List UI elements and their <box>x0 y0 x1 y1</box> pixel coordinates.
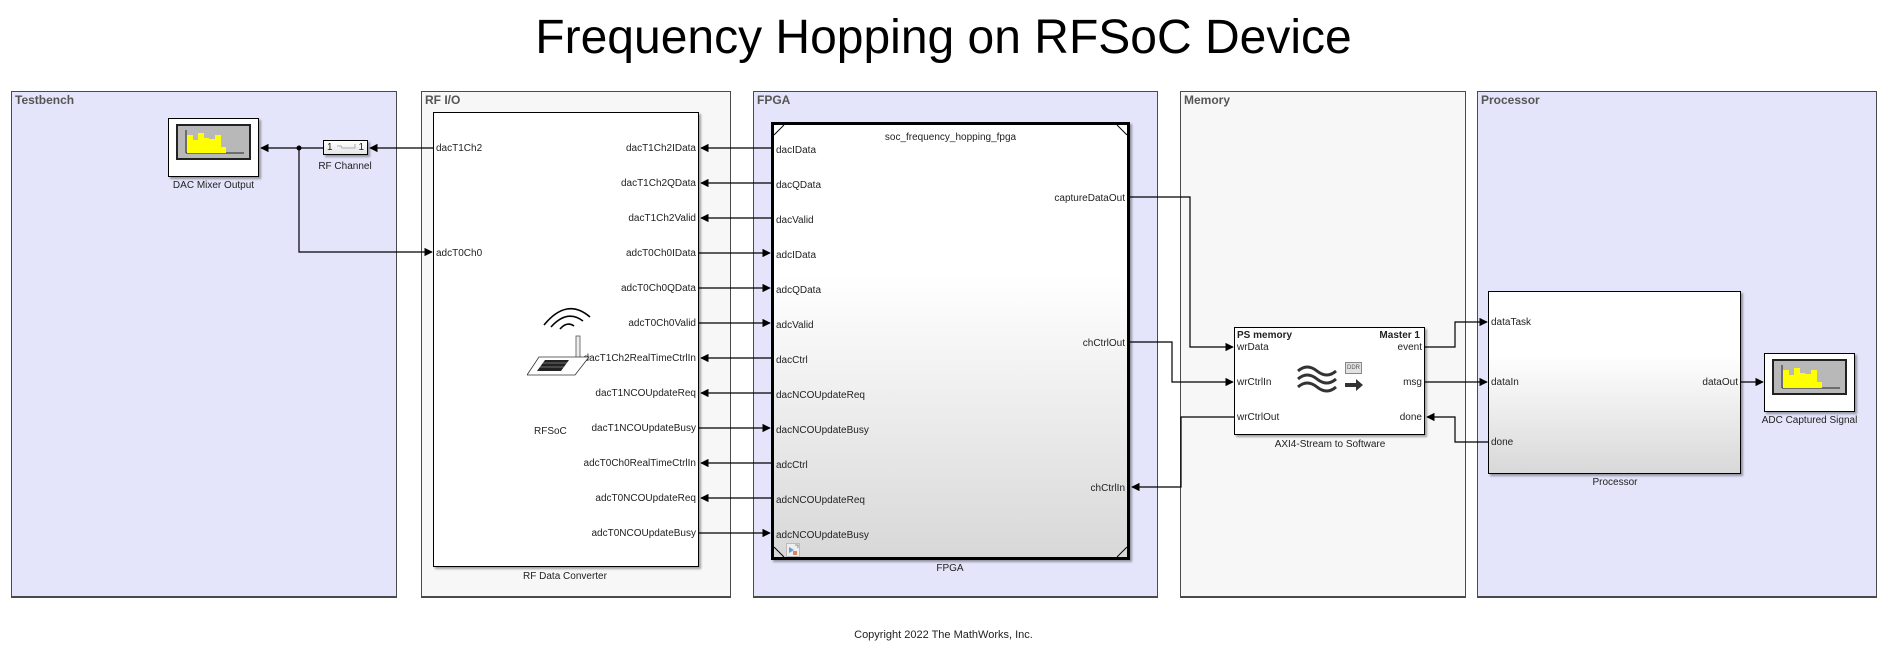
channel-icon <box>337 144 356 149</box>
corner-mark <box>774 546 785 557</box>
fpga-in-port: adcNCOUpdateReq <box>776 495 865 506</box>
rfdc-port: adcT0Ch0RealTimeCtrlIn <box>583 458 696 469</box>
rfdc-port: dacT1Ch2IData <box>625 143 696 154</box>
rfsoc-icon-label: RFSoC <box>534 426 567 437</box>
dac-mixer-output-scope[interactable] <box>168 118 259 177</box>
rfdc-port: dacT1Ch2QData <box>620 178 696 189</box>
rfdc-port: adcT0NCOUpdateReq <box>595 493 696 504</box>
memory-in-port: wrData <box>1237 342 1269 353</box>
memory-header-left: PS memory <box>1237 330 1293 341</box>
area-label-testbench: Testbench <box>15 93 75 107</box>
ddr-chip-icon: DDR <box>1345 362 1362 374</box>
area-label-processor: Processor <box>1481 93 1540 107</box>
fpga-in-port-chctrl: chCtrlIn <box>1090 483 1125 494</box>
processor-block[interactable]: dataTask dataIn done dataOut <box>1488 291 1741 474</box>
processor-out-port: dataOut <box>1702 377 1738 388</box>
processor-in-port: dataIn <box>1491 377 1519 388</box>
rfdc-port: dacT1NCOUpdateReq <box>595 388 696 399</box>
rf-data-converter-label: RF Data Converter <box>523 571 607 582</box>
processor-out-port: done <box>1491 437 1514 448</box>
fpga-in-port: dacNCOUpdateReq <box>776 390 865 401</box>
rf-channel-block[interactable]: 1 1 <box>323 140 368 155</box>
fpga-in-port: adcValid <box>776 320 814 331</box>
area-label-rf-io: RF I/O <box>425 93 461 107</box>
scope-screen <box>1772 359 1847 395</box>
rfdc-in-port-adc: adcT0Ch0 <box>436 248 483 259</box>
fpga-in-port: dacQData <box>776 180 822 191</box>
corner-mark <box>1116 125 1127 136</box>
fpga-out-port-chctrl: chCtrlOut <box>1082 338 1125 349</box>
memory-in-port: wrCtrlIn <box>1237 377 1272 388</box>
spectrum-icon <box>185 130 244 154</box>
rfdc-port: adcT0Ch0QData <box>620 283 696 294</box>
rf-channel-in-port: 1 <box>327 142 333 153</box>
rfdc-port: dacT1Ch2RealTimeCtrlIn <box>583 353 696 364</box>
arrow-right-icon <box>1345 379 1363 391</box>
rfdc-port: adcT0Ch0IData <box>625 248 696 259</box>
fpga-in-port: adcCtrl <box>776 460 808 471</box>
fpga-in-port: adcIData <box>776 250 817 261</box>
fpga-in-port: dacCtrl <box>776 355 808 366</box>
area-label-memory: Memory <box>1184 93 1231 107</box>
corner-mark <box>774 125 785 136</box>
fpga-model-name: soc_frequency_hopping_fpga <box>884 132 1017 143</box>
ddr-text: DDR <box>1347 365 1360 371</box>
memory-out-port: msg <box>1403 377 1422 388</box>
fpga-model-block[interactable]: soc_frequency_hopping_fpga dacIData dacQ… <box>771 122 1130 560</box>
processor-in-port: dataTask <box>1491 317 1532 328</box>
model-reference-icon <box>786 543 800 557</box>
diagram-title: Frequency Hopping on RFSoC Device <box>535 11 1352 64</box>
memory-out-port: event <box>1397 342 1422 353</box>
stream-waves-icon <box>1297 365 1337 393</box>
copyright-footer: Copyright 2022 The MathWorks, Inc. <box>854 629 1033 641</box>
memory-header-right: Master 1 <box>1379 330 1420 341</box>
axi4-stream-label: AXI4-Stream to Software <box>1274 439 1386 450</box>
spectrum-icon <box>1781 365 1840 389</box>
scope-screen <box>176 124 251 160</box>
fpga-in-port: dacNCOUpdateBusy <box>776 425 869 436</box>
rfdc-port: dacT1NCOUpdateBusy <box>591 423 697 434</box>
processor-block-label: Processor <box>1592 477 1638 488</box>
rfdc-in-port-dac: dacT1Ch2 <box>436 143 483 154</box>
rf-data-converter-block[interactable]: dacT1Ch2 adcT0Ch0 dacT1Ch2IData dacT1Ch2… <box>433 112 699 567</box>
dac-mixer-output-label: DAC Mixer Output <box>172 180 255 191</box>
rfdc-port: dacT1Ch2Valid <box>628 213 696 224</box>
rf-channel-label: RF Channel <box>318 161 372 172</box>
fpga-out-port-capture: captureDataOut <box>1054 193 1125 204</box>
rfdc-port: adcT0Ch0Valid <box>628 318 696 329</box>
adc-captured-signal-scope[interactable] <box>1764 353 1855 412</box>
rf-channel-out-port: 1 <box>358 142 364 153</box>
fpga-in-port: dacIData <box>776 145 817 156</box>
fpga-in-port: adcNCOUpdateBusy <box>776 530 869 541</box>
fpga-in-port: adcQData <box>776 285 822 296</box>
memory-out-port: wrCtrlOut <box>1237 412 1280 423</box>
axi4-stream-to-software-block[interactable]: PS memory Master 1 wrData wrCtrlIn wrCtr… <box>1234 327 1425 435</box>
rfdc-port: adcT0NCOUpdateBusy <box>591 528 697 539</box>
memory-in-port: done <box>1399 412 1422 423</box>
fpga-in-port: dacValid <box>776 215 814 226</box>
adc-captured-signal-label: ADC Captured Signal <box>1761 415 1858 426</box>
fpga-block-label: FPGA <box>936 563 964 574</box>
corner-mark <box>1116 546 1127 557</box>
rfsoc-antenna-icon <box>527 307 591 376</box>
area-label-fpga: FPGA <box>757 93 791 107</box>
